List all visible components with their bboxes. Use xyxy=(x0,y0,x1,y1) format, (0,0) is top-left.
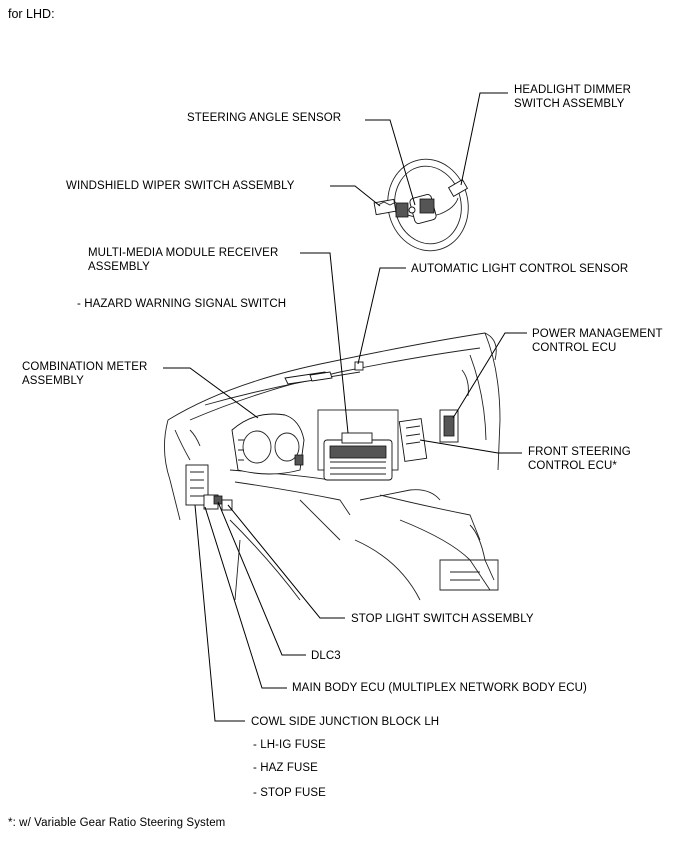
label-stop-light-switch: STOP LIGHT SWITCH ASSEMBLY xyxy=(351,613,534,625)
label-automatic-light-sensor: AUTOMATIC LIGHT CONTROL SENSOR xyxy=(411,263,629,275)
label-main-body-ecu: MAIN BODY ECU (MULTIPLEX NETWORK BODY EC… xyxy=(292,682,587,694)
label-combination-meter-line2: ASSEMBLY xyxy=(22,375,84,387)
label-windshield-wiper-switch: WINDSHIELD WIPER SWITCH ASSEMBLY xyxy=(66,180,295,192)
label-lh-ig-fuse: - LH-IG FUSE xyxy=(253,739,326,751)
label-cowl-side-junction-block: COWL SIDE JUNCTION BLOCK LH xyxy=(251,716,440,728)
label-power-management-line2: CONTROL ECU xyxy=(532,342,617,354)
label-hazard-switch: - HAZARD WARNING SIGNAL SWITCH xyxy=(77,298,287,310)
label-front-steering-line1: FRONT STEERING xyxy=(528,446,631,458)
label-headlight-dimmer-line2: SWITCH ASSEMBLY xyxy=(514,98,625,110)
footnote: *: w/ Variable Gear Ratio Steering Syste… xyxy=(8,817,226,829)
label-steering-angle-sensor: STEERING ANGLE SENSOR xyxy=(187,112,342,124)
label-multimedia-line2: ASSEMBLY xyxy=(88,261,150,273)
label-dlc3: DLC3 xyxy=(311,650,341,662)
label-headlight-dimmer-line1: HEADLIGHT DIMMER xyxy=(514,84,632,96)
label-power-management-line1: POWER MANAGEMENT xyxy=(532,328,663,340)
label-stop-fuse: - STOP FUSE xyxy=(253,787,326,799)
leader-lines xyxy=(163,92,527,722)
label-combination-meter-line1: COMBINATION METER xyxy=(22,361,148,373)
diagram-header: for LHD: xyxy=(8,7,55,21)
label-haz-fuse: - HAZ FUSE xyxy=(253,762,318,774)
label-multimedia-line1: MULTI-MEDIA MODULE RECEIVER xyxy=(88,247,279,259)
steering-wheel-assembly xyxy=(373,158,469,252)
label-front-steering-line2: CONTROL ECU* xyxy=(528,460,617,472)
car-interior xyxy=(164,332,501,601)
